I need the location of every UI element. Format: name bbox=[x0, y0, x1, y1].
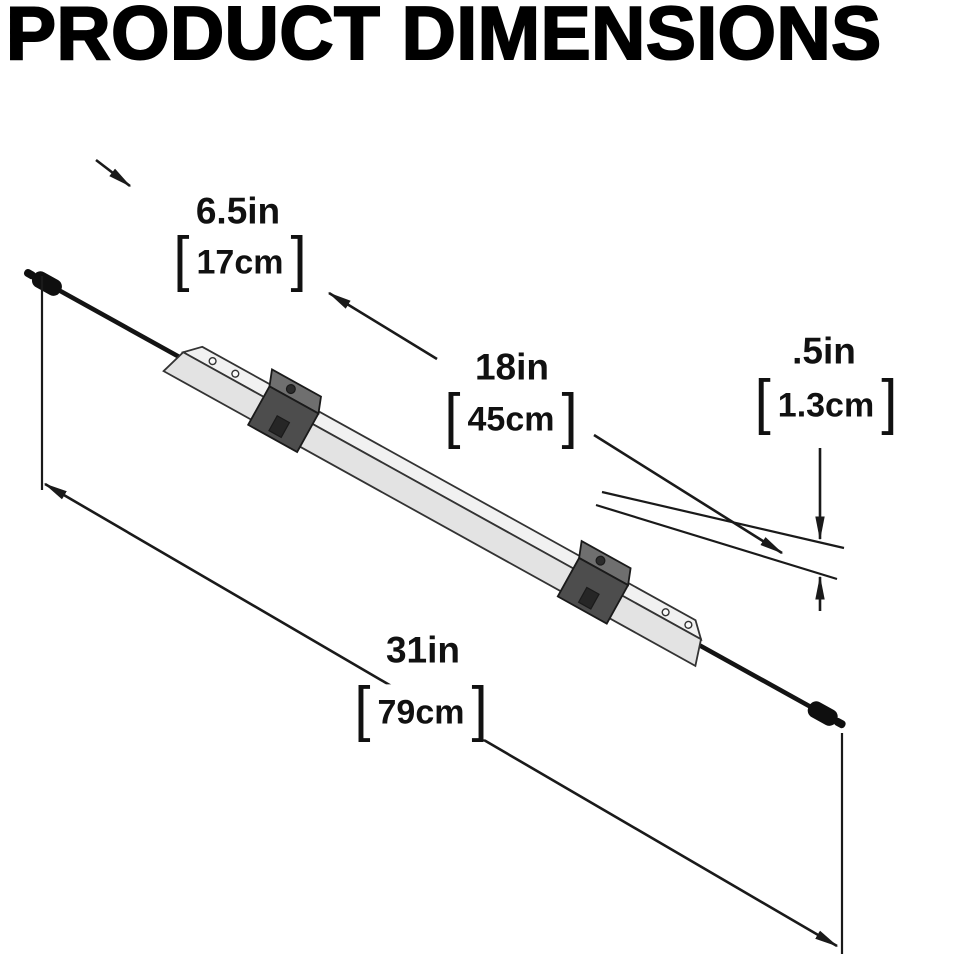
dim-bar-metric: [ 45cm ] bbox=[437, 381, 585, 450]
dim-leader-bar-right bbox=[593, 433, 784, 555]
dim-value: .5in bbox=[792, 330, 856, 372]
bracket-hole bbox=[285, 384, 296, 395]
cable-tip-left bbox=[23, 268, 36, 280]
bracket-close-glyph: ] bbox=[290, 224, 307, 293]
dim-thickness-inches: .5in bbox=[785, 329, 863, 373]
cable-left bbox=[23, 268, 191, 365]
bracket-clamp-slot bbox=[268, 414, 291, 439]
dim-cable-inches: 6.5in bbox=[188, 189, 288, 233]
bracket-open-glyph: [ bbox=[354, 674, 371, 743]
dim-arrow-cable-left bbox=[95, 158, 132, 188]
screw-hole bbox=[208, 357, 217, 366]
mounting-bracket-left bbox=[246, 368, 322, 454]
page-title: PRODUCT DIMENSIONS bbox=[5, 0, 882, 75]
bracket-open-glyph: [ bbox=[754, 367, 771, 436]
dim-value: 31in bbox=[385, 629, 461, 671]
dim-bar-inches: 18in bbox=[467, 345, 557, 389]
cable-plug-left bbox=[31, 271, 62, 296]
bracket-close-glyph: ] bbox=[881, 367, 898, 436]
bracket-open-glyph: [ bbox=[444, 381, 461, 450]
dim-value: 1.3cm bbox=[777, 385, 875, 424]
dim-value: 45cm bbox=[467, 399, 555, 438]
dim-value: 79cm bbox=[377, 692, 465, 731]
bracket-close-glyph: ] bbox=[471, 674, 488, 743]
plate-edge-bottom-line bbox=[595, 503, 838, 581]
cable-right bbox=[682, 634, 846, 729]
light-bar-body bbox=[162, 345, 703, 668]
dim-value: 17cm bbox=[196, 242, 284, 281]
bracket-close-glyph: ] bbox=[561, 381, 578, 450]
plate-edge-top-line bbox=[601, 490, 845, 550]
dim-value: 18in bbox=[474, 346, 550, 388]
dim-value: 6.5in bbox=[195, 190, 281, 232]
product-assembly bbox=[23, 268, 846, 729]
dimension-annotations bbox=[40, 158, 845, 954]
dim-thickness-metric: [ 1.3cm ] bbox=[747, 367, 905, 436]
bracket-open-glyph: [ bbox=[173, 224, 190, 293]
dim-cable-metric: [ 17cm ] bbox=[166, 224, 314, 293]
dim-overall-metric: [ 79cm ] bbox=[347, 674, 495, 743]
screw-hole bbox=[231, 369, 240, 378]
bar-front-face bbox=[162, 351, 703, 668]
dim-arrow-bar-left bbox=[327, 291, 438, 361]
dim-overall-inches: 31in bbox=[378, 628, 468, 672]
